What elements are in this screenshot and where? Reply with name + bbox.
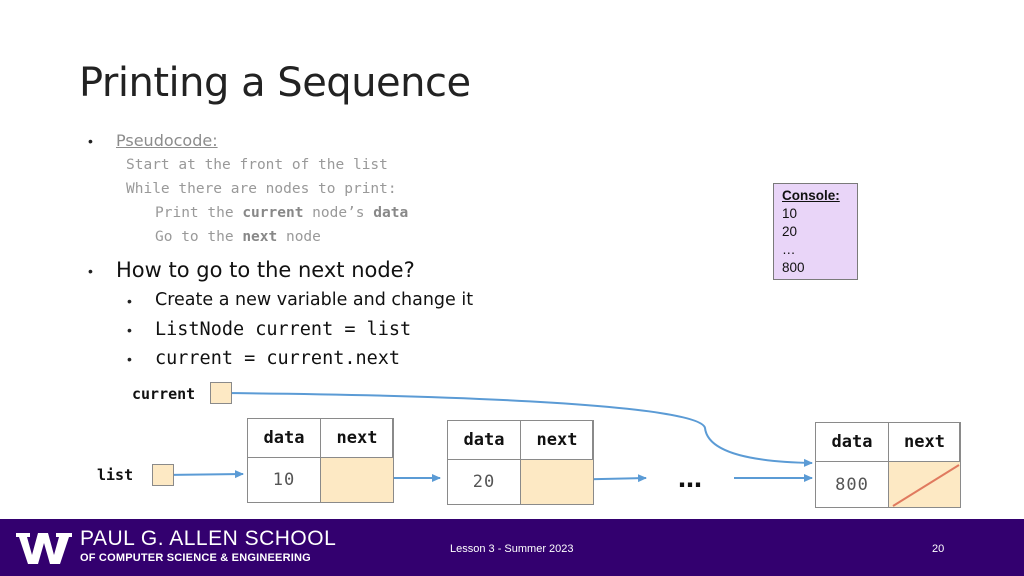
console-line: 20 (782, 224, 798, 239)
pseudocode-line-1: Start at the front of the list (126, 157, 388, 173)
node-data-value: 800 (815, 461, 889, 508)
uw-w-logo-icon (16, 533, 72, 564)
sub-bullet-dot: • (127, 351, 132, 367)
data-header: data (247, 418, 321, 458)
node-next-field (520, 459, 594, 505)
page-number: 20 (932, 543, 945, 555)
list-node-1: data next 10 (247, 418, 394, 503)
bullet-dot: • (88, 133, 93, 149)
data-header: data (447, 420, 521, 460)
current-reference-box (210, 382, 232, 404)
bullet-dot: • (88, 263, 93, 279)
sub-bullet-dot: • (127, 322, 132, 338)
sub-bullet-2: ListNode current = list (155, 319, 412, 340)
slide-title: Printing a Sequence (79, 60, 471, 106)
null-slash (892, 464, 960, 507)
node-data-value: 20 (447, 459, 521, 505)
pseudocode-line-3: Print the current node’s data (155, 205, 409, 221)
node-next-field (320, 457, 394, 503)
lesson-label: Lesson 3 - Summer 2023 (450, 543, 574, 555)
next-header: next (888, 422, 961, 462)
current-pointer-arrow (221, 392, 813, 467)
footer-bar: PAUL G. ALLEN SCHOOL OF COMPUTER SCIENCE… (0, 519, 1024, 576)
list-pointer-arrow (162, 470, 244, 479)
list-label: list (97, 466, 134, 484)
console-box: Console: 10 20 … 800 (773, 183, 858, 280)
console-header: Console: (782, 188, 840, 203)
sub-bullet-dot: • (127, 293, 132, 309)
ellipsis: … (678, 465, 703, 493)
question-text: How to go to the next node? (116, 258, 415, 282)
list-reference-box (152, 464, 174, 486)
next-header: next (520, 420, 594, 460)
school-name: PAUL G. ALLEN SCHOOL (80, 527, 337, 550)
console-line: 800 (782, 260, 805, 275)
school-subtitle: OF COMPUTER SCIENCE & ENGINEERING (80, 552, 311, 564)
pseudocode-line-2: While there are nodes to print: (126, 181, 397, 197)
data-header: data (815, 422, 889, 462)
list-node-2: data next 20 (447, 420, 594, 505)
node-next-null-field (888, 461, 961, 508)
next-header: next (320, 418, 394, 458)
pseudocode-line-4: Go to the next node (155, 229, 321, 245)
node-data-value: 10 (247, 457, 321, 503)
sub-bullet-1: Create a new variable and change it (155, 290, 474, 310)
pseudocode-heading: Pseudocode: (116, 131, 218, 150)
console-line: 10 (782, 206, 798, 221)
sub-bullet-3: current = current.next (155, 348, 401, 369)
console-line: … (782, 242, 796, 257)
list-node-3: data next 800 (815, 422, 961, 508)
current-label: current (132, 385, 196, 403)
